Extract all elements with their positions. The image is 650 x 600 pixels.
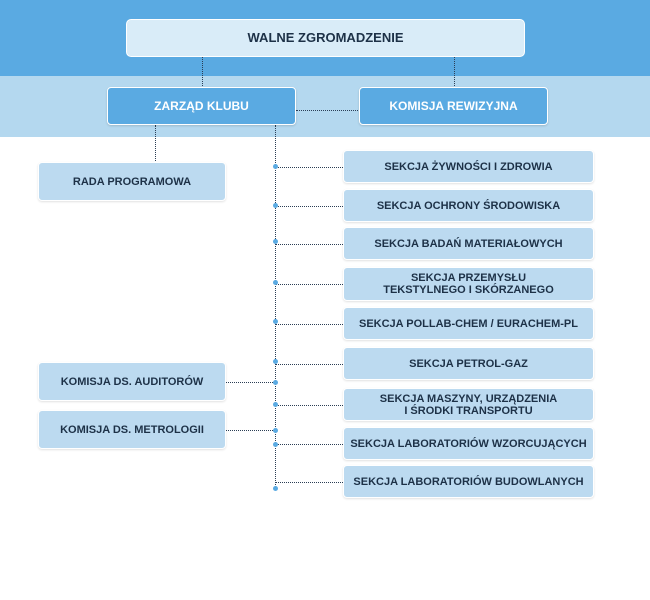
node-komisja-metrologii: KOMISJA DS. METROLOGII — [38, 410, 226, 449]
sections-spine — [275, 125, 276, 489]
management-band — [0, 76, 650, 137]
node-zarzad-klubu: ZARZĄD KLUBU — [107, 87, 296, 125]
junction-dot-8 — [273, 402, 278, 407]
node-komisja-rewizyjna: KOMISJA REWIZYJNA — [359, 87, 548, 125]
node-section-3: SEKCJA BADAŃ MATERIAŁOWYCH — [343, 227, 594, 260]
connector-section-2 — [275, 206, 343, 207]
connector-walne-rewizyjna — [454, 57, 455, 88]
junction-dot-7 — [273, 380, 278, 385]
junction-dot-3 — [273, 239, 278, 244]
connector-metrologii — [226, 430, 275, 431]
junction-dot-6 — [273, 359, 278, 364]
junction-dot-11 — [273, 486, 278, 491]
connector-section-6 — [275, 364, 343, 365]
node-walne-zgromadzenie: WALNE ZGROMADZENIE — [126, 19, 525, 57]
node-section-1: SEKCJA ŻYWNOŚCI I ZDROWIA — [343, 150, 594, 183]
connector-section-7 — [275, 405, 343, 406]
connector-walne-zarzad — [202, 57, 203, 88]
junction-dot-4 — [273, 280, 278, 285]
node-rada-programowa: RADA PROGRAMOWA — [38, 162, 226, 201]
junction-dot-9 — [273, 428, 278, 433]
junction-dot-2 — [273, 203, 278, 208]
junction-dot-1 — [273, 164, 278, 169]
node-section-5: SEKCJA POLLAB-CHEM / EURACHEM-PL — [343, 307, 594, 340]
connector-section-5 — [275, 324, 343, 325]
connector-section-3 — [275, 244, 343, 245]
connector-zarzad-rewizyjna — [296, 110, 360, 111]
node-komisja-auditorow: KOMISJA DS. AUDITORÓW — [38, 362, 226, 401]
connector-zarzad-rada — [155, 125, 156, 161]
node-section-7: SEKCJA MASZYNY, URZĄDZENIA I ŚRODKI TRAN… — [343, 388, 594, 421]
connector-section-1 — [275, 167, 343, 168]
node-section-8: SEKCJA LABORATORIÓW WZORCUJĄCYCH — [343, 427, 594, 460]
connector-section-9 — [275, 482, 343, 483]
node-section-2: SEKCJA OCHRONY ŚRODOWISKA — [343, 189, 594, 222]
connector-auditorow — [226, 382, 275, 383]
node-section-9: SEKCJA LABORATORIÓW BUDOWLANYCH — [343, 465, 594, 498]
junction-dot-5 — [273, 319, 278, 324]
node-section-4: SEKCJA PRZEMYSŁU TEKSTYLNEGO I SKÓRZANEG… — [343, 267, 594, 301]
connector-section-4 — [275, 284, 343, 285]
node-section-6: SEKCJA PETROL-GAZ — [343, 347, 594, 380]
connector-section-8 — [275, 444, 343, 445]
junction-dot-10 — [273, 442, 278, 447]
